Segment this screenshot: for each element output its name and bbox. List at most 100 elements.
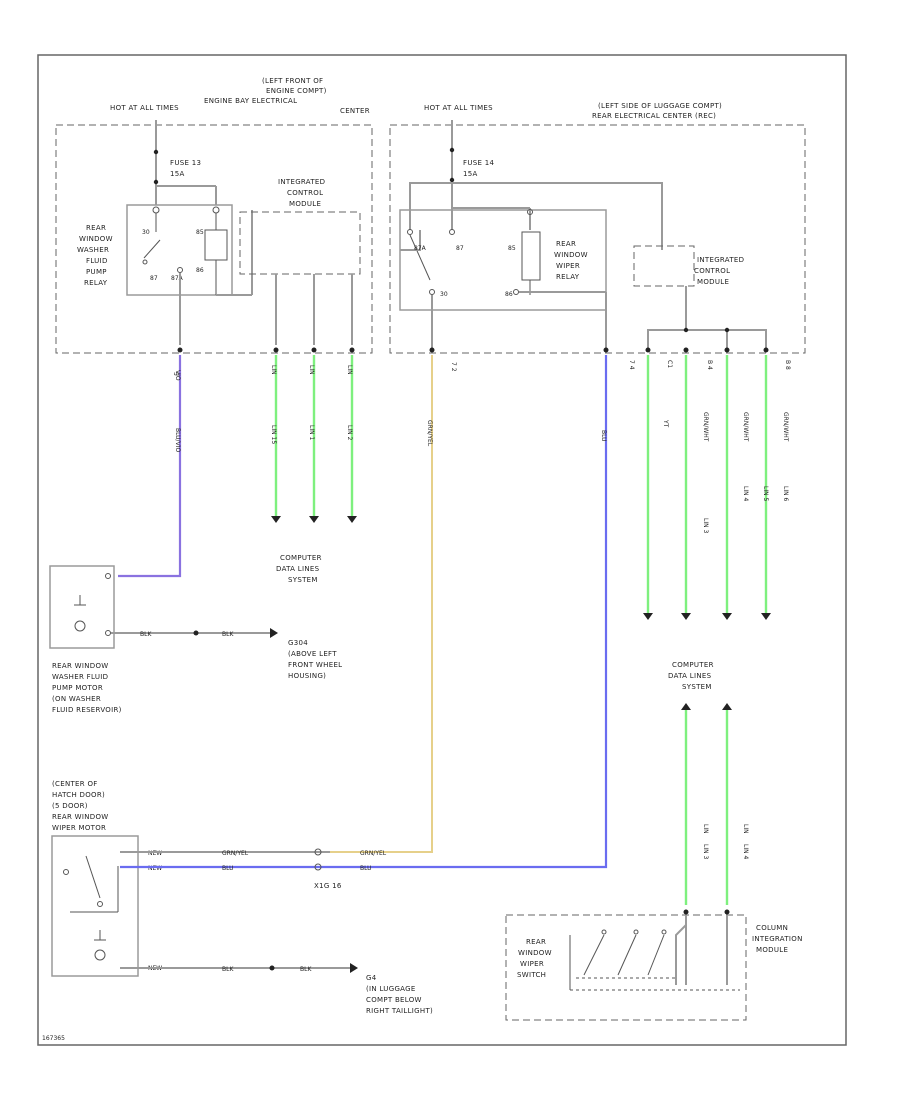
washer-motor-box <box>49 565 115 649</box>
svg-text:(ABOVE LEFT: (ABOVE LEFT <box>288 650 337 658</box>
wiper-pin-30: 30 <box>440 291 448 298</box>
svg-text:CENTER: CENTER <box>340 107 370 115</box>
svg-text:HOUSING): HOUSING) <box>288 672 326 680</box>
wiper-relay-label: REAR WINDOW WIPER RELAY <box>554 240 588 281</box>
wiper-motor-box <box>51 835 139 977</box>
washer-pin-85: 85 <box>196 229 204 236</box>
wire-blu-label: BLU <box>600 430 607 442</box>
wire-blu-2: BLU <box>360 865 372 872</box>
lin-r2: GRN/WHT <box>702 412 709 442</box>
svg-text:FUSE 14: FUSE 14 <box>463 159 494 167</box>
icm-right-label: INTEGRATED CONTROL MODULE <box>694 256 744 286</box>
wiper-relay-box <box>399 209 607 311</box>
svg-text:PUMP MOTOR: PUMP MOTOR <box>52 684 103 692</box>
lin-l3-code: LIN 2 <box>346 425 353 441</box>
lin-l1: LIN <box>270 365 277 375</box>
wire-vio-label-2: BLU/VIO <box>174 428 181 452</box>
washer-motor-label: REAR WINDOW WASHER FLUID PUMP MOTOR (ON … <box>52 662 122 714</box>
lin-wires-right <box>643 355 771 620</box>
motor-pin-2: NEW <box>148 865 162 872</box>
lin-l1-code: LIN 15 <box>270 425 277 444</box>
connector-mid: 7 2 <box>450 362 457 372</box>
lin-r4: GRN/WHT <box>782 412 789 442</box>
lin-l2-code: LIN 1 <box>308 425 315 441</box>
rear-electrical-connectors <box>429 347 769 353</box>
integrated-control-module-right <box>633 245 695 287</box>
wiper-switch-label: REAR WINDOW WIPER SWITCH <box>517 938 552 979</box>
svg-text:WASHER FLUID: WASHER FLUID <box>52 673 108 681</box>
svg-text:INTEGRATED: INTEGRATED <box>697 256 744 264</box>
computer-data-lines-left: COMPUTER DATA LINES SYSTEM <box>276 554 322 584</box>
svg-text:15A: 15A <box>170 170 185 178</box>
svg-text:(LEFT FRONT OF: (LEFT FRONT OF <box>262 77 323 85</box>
computer-data-lines-right: COMPUTER DATA LINES SYSTEM <box>668 661 713 691</box>
svg-text:G4: G4 <box>366 974 377 982</box>
icm-left-label: INTEGRATED CONTROL MODULE <box>278 178 325 208</box>
svg-text:ENGINE BAY ELECTRICAL: ENGINE BAY ELECTRICAL <box>204 97 297 105</box>
column-module-label: COLUMN INTEGRATION MODULE <box>752 924 802 954</box>
wire-wiper-yellow <box>330 355 433 853</box>
lin-r3-code: LIN 5 <box>762 486 769 502</box>
connector-right-3: B 4 <box>706 360 713 370</box>
wire-grn-yel-1: GRN/YEL <box>222 850 249 857</box>
wire-wiper-blue <box>330 355 608 869</box>
svg-text:COLUMN: COLUMN <box>756 924 788 932</box>
svg-text:SWITCH: SWITCH <box>517 971 546 979</box>
svg-text:X1G 16: X1G 16 <box>314 882 342 890</box>
washer-pin-87a: 87A <box>171 275 184 282</box>
lin-c2: LIN <box>742 824 749 834</box>
svg-text:FLUID RESERVOIR): FLUID RESERVOIR) <box>52 706 122 714</box>
svg-text:FRONT WHEEL: FRONT WHEEL <box>288 661 342 669</box>
svg-text:(IN LUGGAGE: (IN LUGGAGE <box>366 985 416 993</box>
wiper-motor-label: (CENTER OF HATCH DOOR) (5 DOOR) REAR WIN… <box>52 780 108 832</box>
lin-c1-code: LIN 3 <box>702 844 709 860</box>
washer-pin-30: 30 <box>142 229 150 236</box>
luggage-label: (LEFT SIDE OF LUGGAGE COMPT) REAR ELECTR… <box>592 102 722 120</box>
svg-text:DATA LINES: DATA LINES <box>276 565 320 573</box>
wire-grn-yel-2: GRN/YEL <box>360 850 387 857</box>
svg-text:FLUID: FLUID <box>86 257 108 265</box>
svg-text:WIPER: WIPER <box>520 960 544 968</box>
svg-text:RELAY: RELAY <box>556 273 580 281</box>
svg-text:COMPUTER: COMPUTER <box>280 554 322 562</box>
svg-text:WINDOW: WINDOW <box>518 949 552 957</box>
wiper-switch-contacts <box>569 929 740 991</box>
lin-r3: GRN/WHT <box>742 412 749 442</box>
wire-blk-2: BLK <box>222 631 234 638</box>
svg-text:MODULE: MODULE <box>289 200 321 208</box>
diagram-border <box>37 54 847 1046</box>
svg-text:INTEGRATED: INTEGRATED <box>278 178 325 186</box>
wire-washer-purple <box>118 355 182 578</box>
svg-text:DATA LINES: DATA LINES <box>668 672 712 680</box>
svg-text:REAR: REAR <box>556 240 576 248</box>
lin-wires-column <box>681 703 732 915</box>
svg-text:REAR WINDOW: REAR WINDOW <box>52 662 109 670</box>
svg-text:REAR: REAR <box>86 224 106 232</box>
svg-text:G304: G304 <box>288 639 308 647</box>
lin-l3: LIN <box>346 365 353 375</box>
ground-g304: G304 (ABOVE LEFT FRONT WHEEL HOUSING) <box>288 639 342 680</box>
svg-text:COMPT BELOW: COMPT BELOW <box>366 996 422 1004</box>
svg-text:15A: 15A <box>463 170 478 178</box>
lin-r1-code: LIN 3 <box>702 518 709 534</box>
integrated-control-module-left <box>239 211 361 275</box>
svg-text:WINDOW: WINDOW <box>554 251 588 259</box>
diagram-id-code: 167365 <box>42 1035 65 1042</box>
svg-text:CONTROL: CONTROL <box>287 189 323 197</box>
svg-text:RELAY: RELAY <box>84 279 108 287</box>
svg-text:FUSE 13: FUSE 13 <box>170 159 201 167</box>
lin-r4-code: LIN 6 <box>782 486 789 502</box>
svg-text:SYSTEM: SYSTEM <box>288 576 318 584</box>
wire-blk-4: BLK <box>300 966 312 973</box>
hot-at-all-times-left: HOT AT ALL TIMES <box>110 104 179 112</box>
svg-text:MODULE: MODULE <box>756 946 788 954</box>
fuse-13: FUSE 13 15A <box>170 159 201 178</box>
motor-pin-1: NEW <box>148 850 162 857</box>
svg-text:ENGINE COMPT): ENGINE COMPT) <box>266 87 327 95</box>
rear-electrical-center-box <box>389 124 806 354</box>
ground-g4: G4 (IN LUGGAGE COMPT BELOW RIGHT TAILLIG… <box>366 974 433 1015</box>
svg-text:(LEFT SIDE OF LUGGAGE COMPT): (LEFT SIDE OF LUGGAGE COMPT) <box>598 102 722 110</box>
wire-blk-3: BLK <box>222 966 234 973</box>
wire-grn-yel-label: GRN/YEL <box>426 420 433 447</box>
